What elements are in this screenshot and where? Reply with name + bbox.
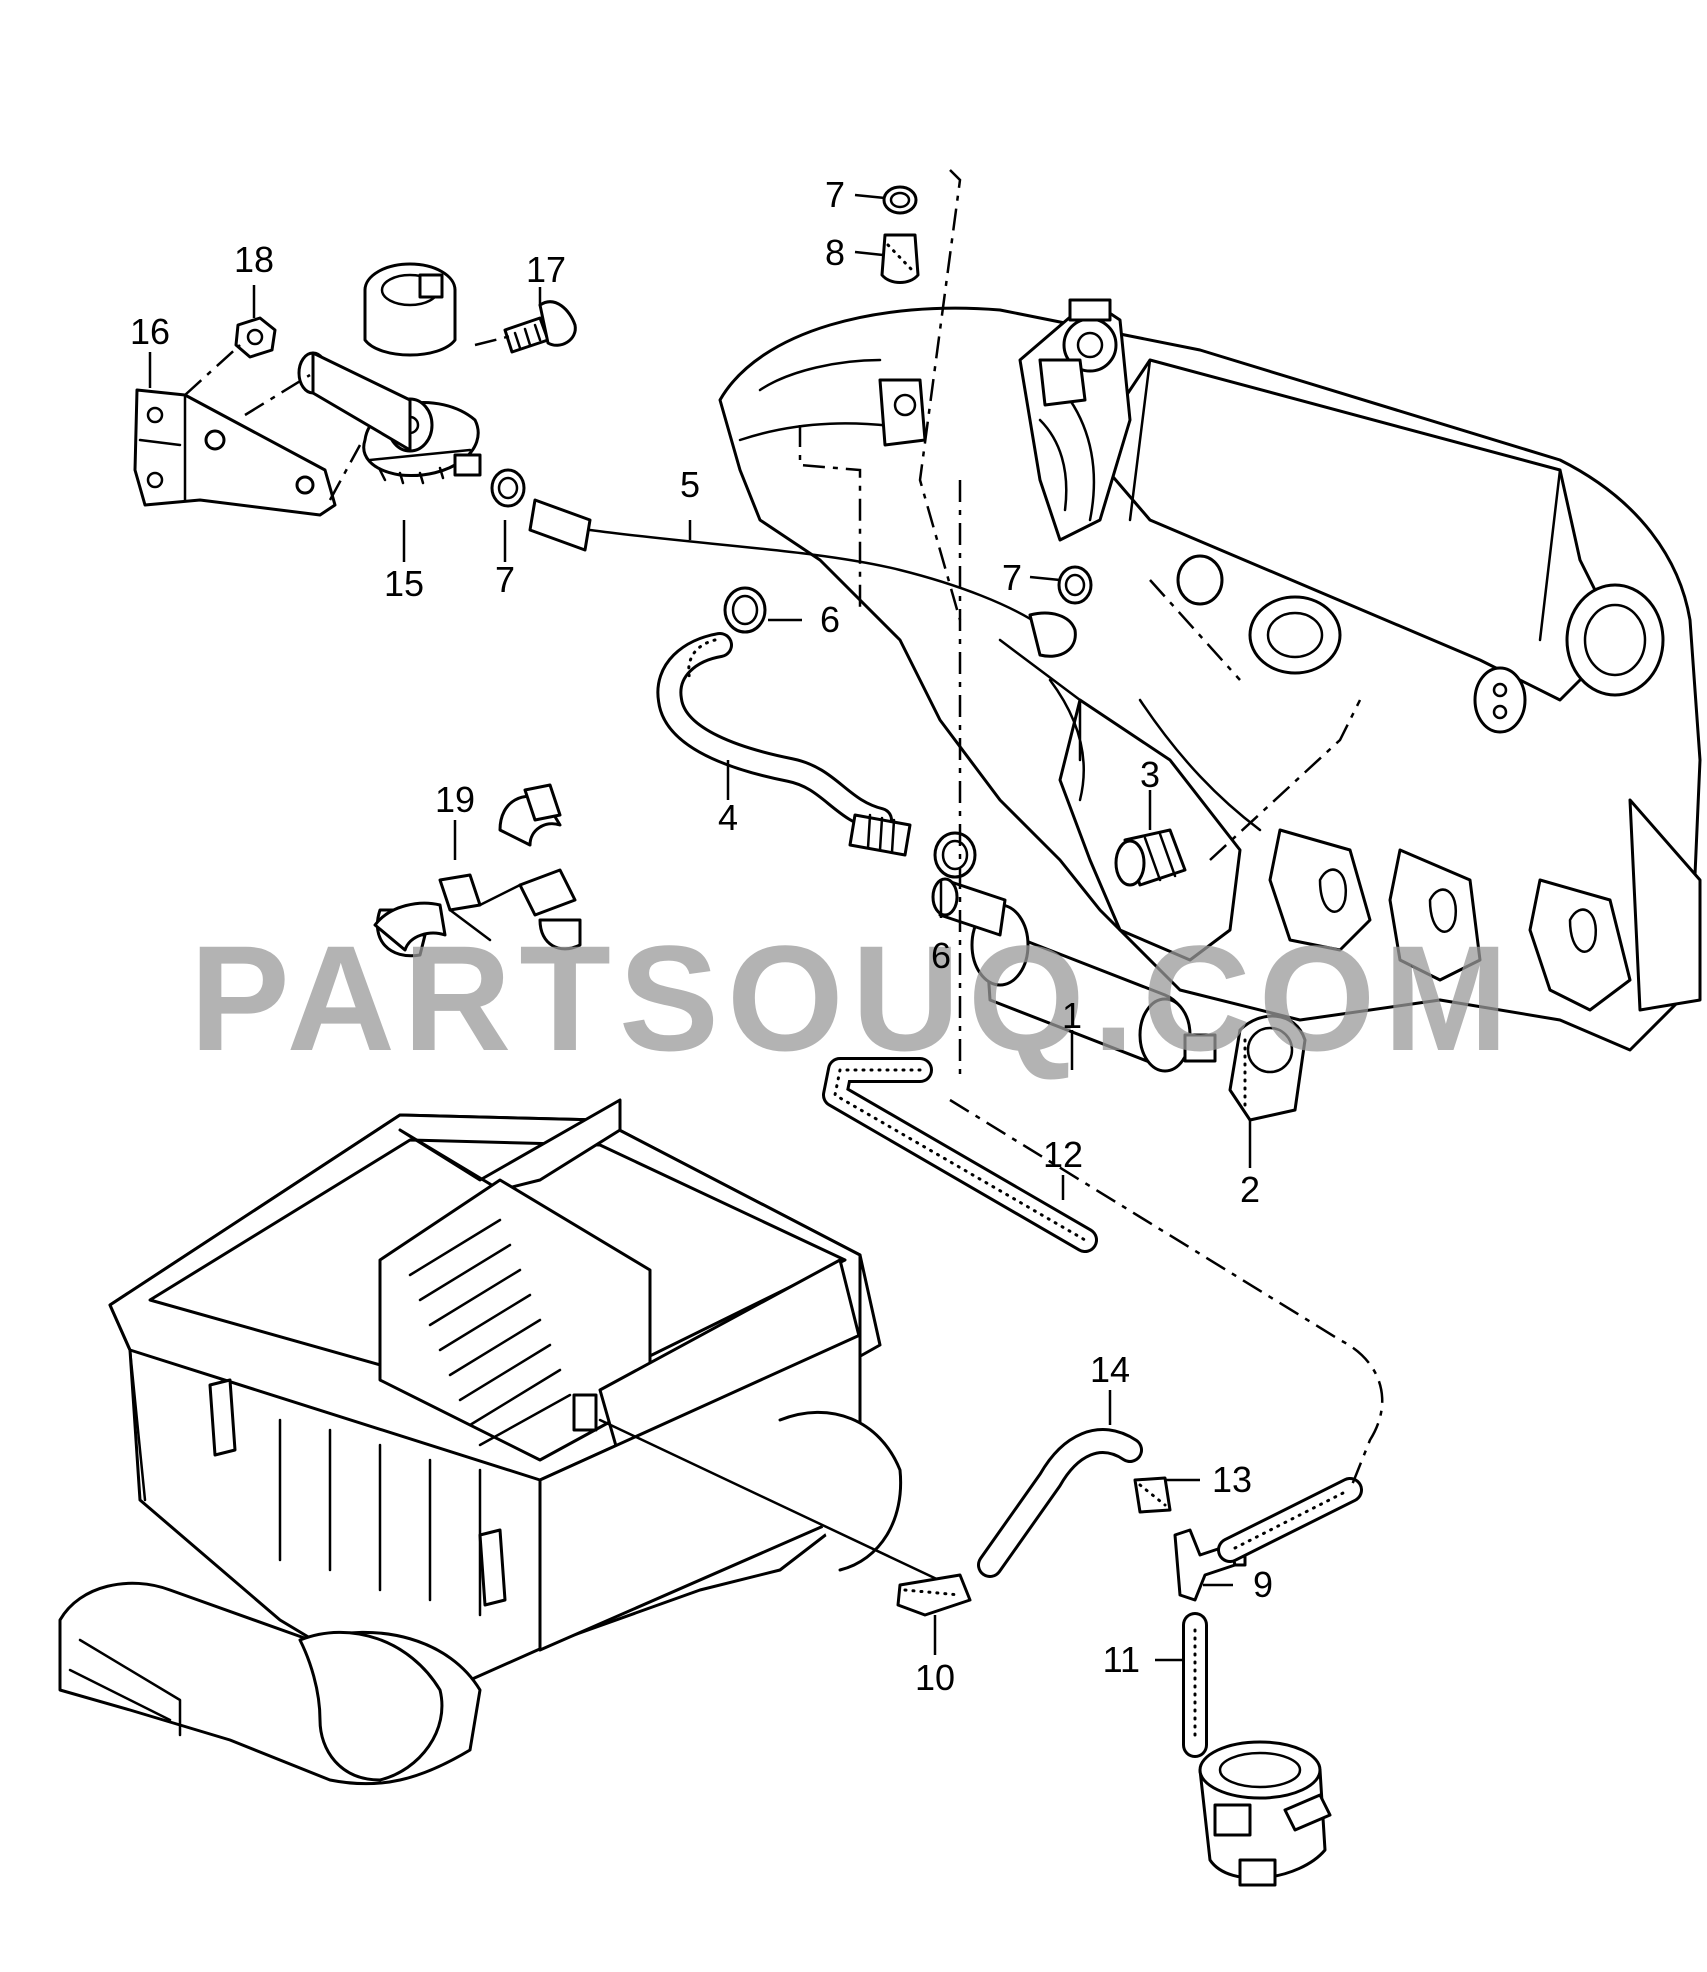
callout-17: 17 bbox=[526, 249, 566, 290]
hose-12 bbox=[822, 1057, 1098, 1253]
intake-manifold bbox=[718, 298, 1702, 1052]
hose-5 bbox=[528, 498, 1077, 658]
callout-14: 14 bbox=[1090, 1349, 1130, 1390]
callout-10: 10 bbox=[915, 1657, 955, 1698]
callout-6-lower: 6 bbox=[931, 935, 951, 976]
part-13-sleeve bbox=[1133, 1476, 1172, 1514]
callout-1: 1 bbox=[1062, 995, 1082, 1036]
callout-8: 8 bbox=[825, 232, 845, 273]
throttle-body bbox=[1198, 1740, 1332, 1887]
part-15-valve bbox=[297, 262, 482, 485]
clamp-7-mid bbox=[1057, 565, 1093, 605]
part-16-bracket bbox=[133, 388, 337, 517]
callout-7-top: 7 bbox=[825, 174, 845, 215]
watermark-text: PARTSOUQ.COM bbox=[190, 914, 1517, 1082]
connector-4 bbox=[848, 813, 912, 857]
callout-16: 16 bbox=[130, 311, 170, 352]
leader-lines bbox=[148, 193, 1252, 1662]
part-19-clamps bbox=[373, 783, 582, 958]
hose-14 bbox=[977, 1428, 1143, 1578]
part-3-grommet bbox=[1114, 828, 1187, 887]
callout-2: 2 bbox=[1240, 1169, 1260, 1210]
part-18-nut bbox=[234, 316, 277, 359]
callout-18: 18 bbox=[234, 239, 274, 280]
part-17-bolt bbox=[503, 300, 577, 354]
callout-19: 19 bbox=[435, 779, 475, 820]
callout-7-left: 7 bbox=[495, 559, 515, 600]
callout-12: 12 bbox=[1043, 1134, 1083, 1175]
callout-4: 4 bbox=[718, 797, 738, 838]
callout-9: 9 bbox=[1253, 1564, 1273, 1605]
hose-9-right bbox=[1217, 1477, 1363, 1563]
hose-10 bbox=[598, 1418, 972, 1617]
callout-6-upper: 6 bbox=[820, 599, 840, 640]
part-2-bracket bbox=[1228, 1014, 1307, 1122]
clamp-6-lower bbox=[933, 831, 977, 879]
part-1-valve bbox=[931, 877, 1217, 1073]
callout-numbers: 1 2 3 4 5 6 6 7 7 7 8 9 10 11 12 13 14 1… bbox=[130, 174, 1273, 1698]
hose-4 bbox=[656, 632, 893, 833]
callout-5: 5 bbox=[680, 464, 700, 505]
clamp-7-top bbox=[882, 185, 918, 215]
callout-7-mid: 7 bbox=[1002, 557, 1022, 598]
callout-11: 11 bbox=[1103, 1639, 1140, 1680]
callout-15: 15 bbox=[384, 563, 424, 604]
clamp-6-upper bbox=[723, 586, 767, 634]
callout-13: 13 bbox=[1212, 1459, 1252, 1500]
assembly-lines bbox=[184, 169, 1384, 1491]
cap-8 bbox=[880, 233, 920, 284]
callout-3: 3 bbox=[1140, 754, 1160, 795]
air-filter-housing bbox=[58, 1098, 903, 1786]
clamp-7-left bbox=[490, 468, 526, 508]
